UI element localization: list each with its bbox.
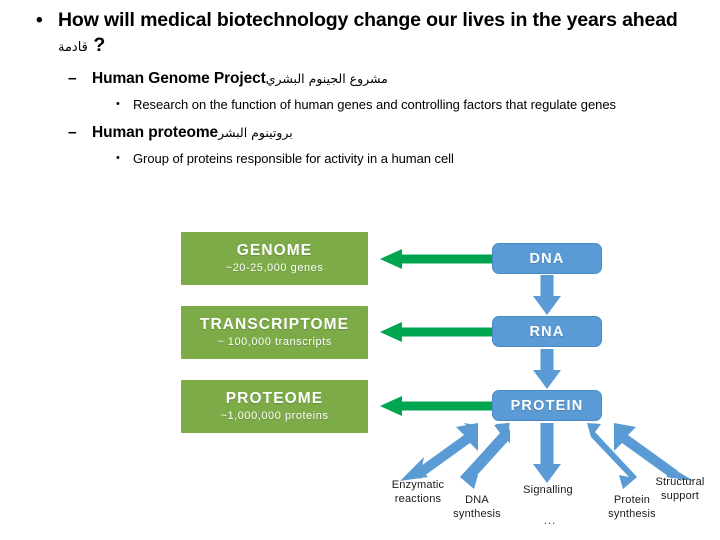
- bullet-level1: • How will medical biotechnology change o…: [0, 8, 706, 60]
- green-arrow-protein-to-proteome: [380, 396, 492, 416]
- green-arrow-rna-to-transcriptome: [380, 322, 492, 342]
- bullet-level1-arabic: قادمة: [58, 40, 88, 55]
- fan-label-dna-synthesis-line2: synthesis: [453, 508, 501, 520]
- bullet-marker-level2-proteome: –: [68, 124, 77, 141]
- bullet-level1-text: How will medical biotechnology change ou…: [58, 9, 678, 31]
- bullet-level1-question: ?: [87, 34, 106, 56]
- green-box-transcriptome-title: TRANSCRIPTOME: [199, 316, 350, 333]
- fan-arrow-structural-support: [614, 423, 694, 481]
- bullet-level2-genome-arabic: مشروع الجينوم البشري: [265, 71, 388, 86]
- bullet-marker-level3-genome: •: [116, 98, 120, 110]
- green-box-proteome-subtitle: ~1,000,000 proteins: [220, 410, 329, 422]
- bullet-level2-proteome-title: Human proteome: [92, 124, 219, 141]
- bullet-level2-genome-title: Human Genome Project: [92, 70, 266, 87]
- fan-label-ellipsis: …: [543, 512, 557, 527]
- fan-label-signalling: Signalling: [508, 483, 588, 497]
- fan-label-enzymatic-reactions: Enzymatic reactions: [368, 478, 468, 506]
- blue-box-dna: DNA: [492, 243, 602, 274]
- bullet-marker-level3-proteome: •: [116, 152, 120, 164]
- bullet-level2-genome: –Human Genome Projectمشروع الجينوم البشر…: [0, 68, 720, 90]
- fan-arrow-dna-synthesis: [460, 423, 510, 489]
- bullet-level3-genome: • Research on the function of human genes…: [0, 96, 713, 114]
- fan-label-enzymatic-reactions-line2: reactions: [394, 493, 442, 505]
- green-arrow-dna-to-genome: [380, 249, 492, 269]
- fan-label-protein-synthesis: Protein synthesis: [590, 493, 674, 521]
- green-box-transcriptome-subtitle: ~ 100,000 transcripts: [217, 336, 332, 348]
- blue-arrow-dna-to-rna: [533, 275, 561, 315]
- blue-arrow-rna-to-protein: [533, 349, 561, 389]
- blue-box-rna: RNA: [492, 316, 602, 347]
- green-box-genome-subtitle: ~20-25,000 genes: [225, 262, 324, 274]
- fan-label-structural-support-line1: Structural: [655, 476, 705, 488]
- fan-label-protein-synthesis-line2: synthesis: [608, 508, 656, 520]
- green-box-proteome-title: PROTEOME: [225, 390, 324, 407]
- fan-label-signalling-line1: Signalling: [523, 484, 573, 496]
- fan-label-enzymatic-reactions-line1: Enzymatic: [391, 479, 445, 491]
- green-box-genome-title: GENOME: [236, 242, 313, 259]
- bullet-level3-proteome: • Group of proteins responsible for activ…: [0, 150, 533, 168]
- fan-label-dna-synthesis-line1: DNA: [465, 494, 489, 506]
- green-box-genome: GENOME ~20-25,000 genes: [181, 232, 368, 285]
- green-box-transcriptome: TRANSCRIPTOME ~ 100,000 transcripts: [181, 306, 368, 359]
- bullet-marker-level1: •: [36, 10, 43, 31]
- fan-arrow-enzymatic-reactions: [400, 423, 478, 481]
- fan-arrow-signalling: [533, 423, 561, 483]
- blue-box-protein: PROTEIN: [492, 390, 602, 421]
- fan-label-protein-synthesis-line1: Protein: [613, 494, 651, 506]
- bullet-level2-proteome-arabic: بروتينوم البشر: [218, 125, 293, 140]
- bullet-level2-proteome: –Human proteomeبروتينوم البشر: [0, 122, 720, 144]
- fan-label-structural-support-line2: support: [660, 490, 700, 502]
- bullet-level3-proteome-text: Group of proteins responsible for activi…: [133, 151, 454, 166]
- bullet-marker-level2-genome: –: [68, 70, 77, 87]
- fan-arrow-protein-synthesis: [587, 423, 637, 489]
- green-box-proteome: PROTEOME ~1,000,000 proteins: [181, 380, 368, 433]
- bullet-level3-genome-text: Research on the function of human genes …: [133, 97, 616, 112]
- central-dogma-diagram: GENOME ~20-25,000 genes TRANSCRIPTOME ~ …: [0, 225, 720, 540]
- fan-label-structural-support: Structural support: [640, 475, 720, 503]
- bullet-list: • How will medical biotechnology change o…: [0, 8, 720, 168]
- fan-label-dna-synthesis: DNA synthesis: [435, 493, 519, 521]
